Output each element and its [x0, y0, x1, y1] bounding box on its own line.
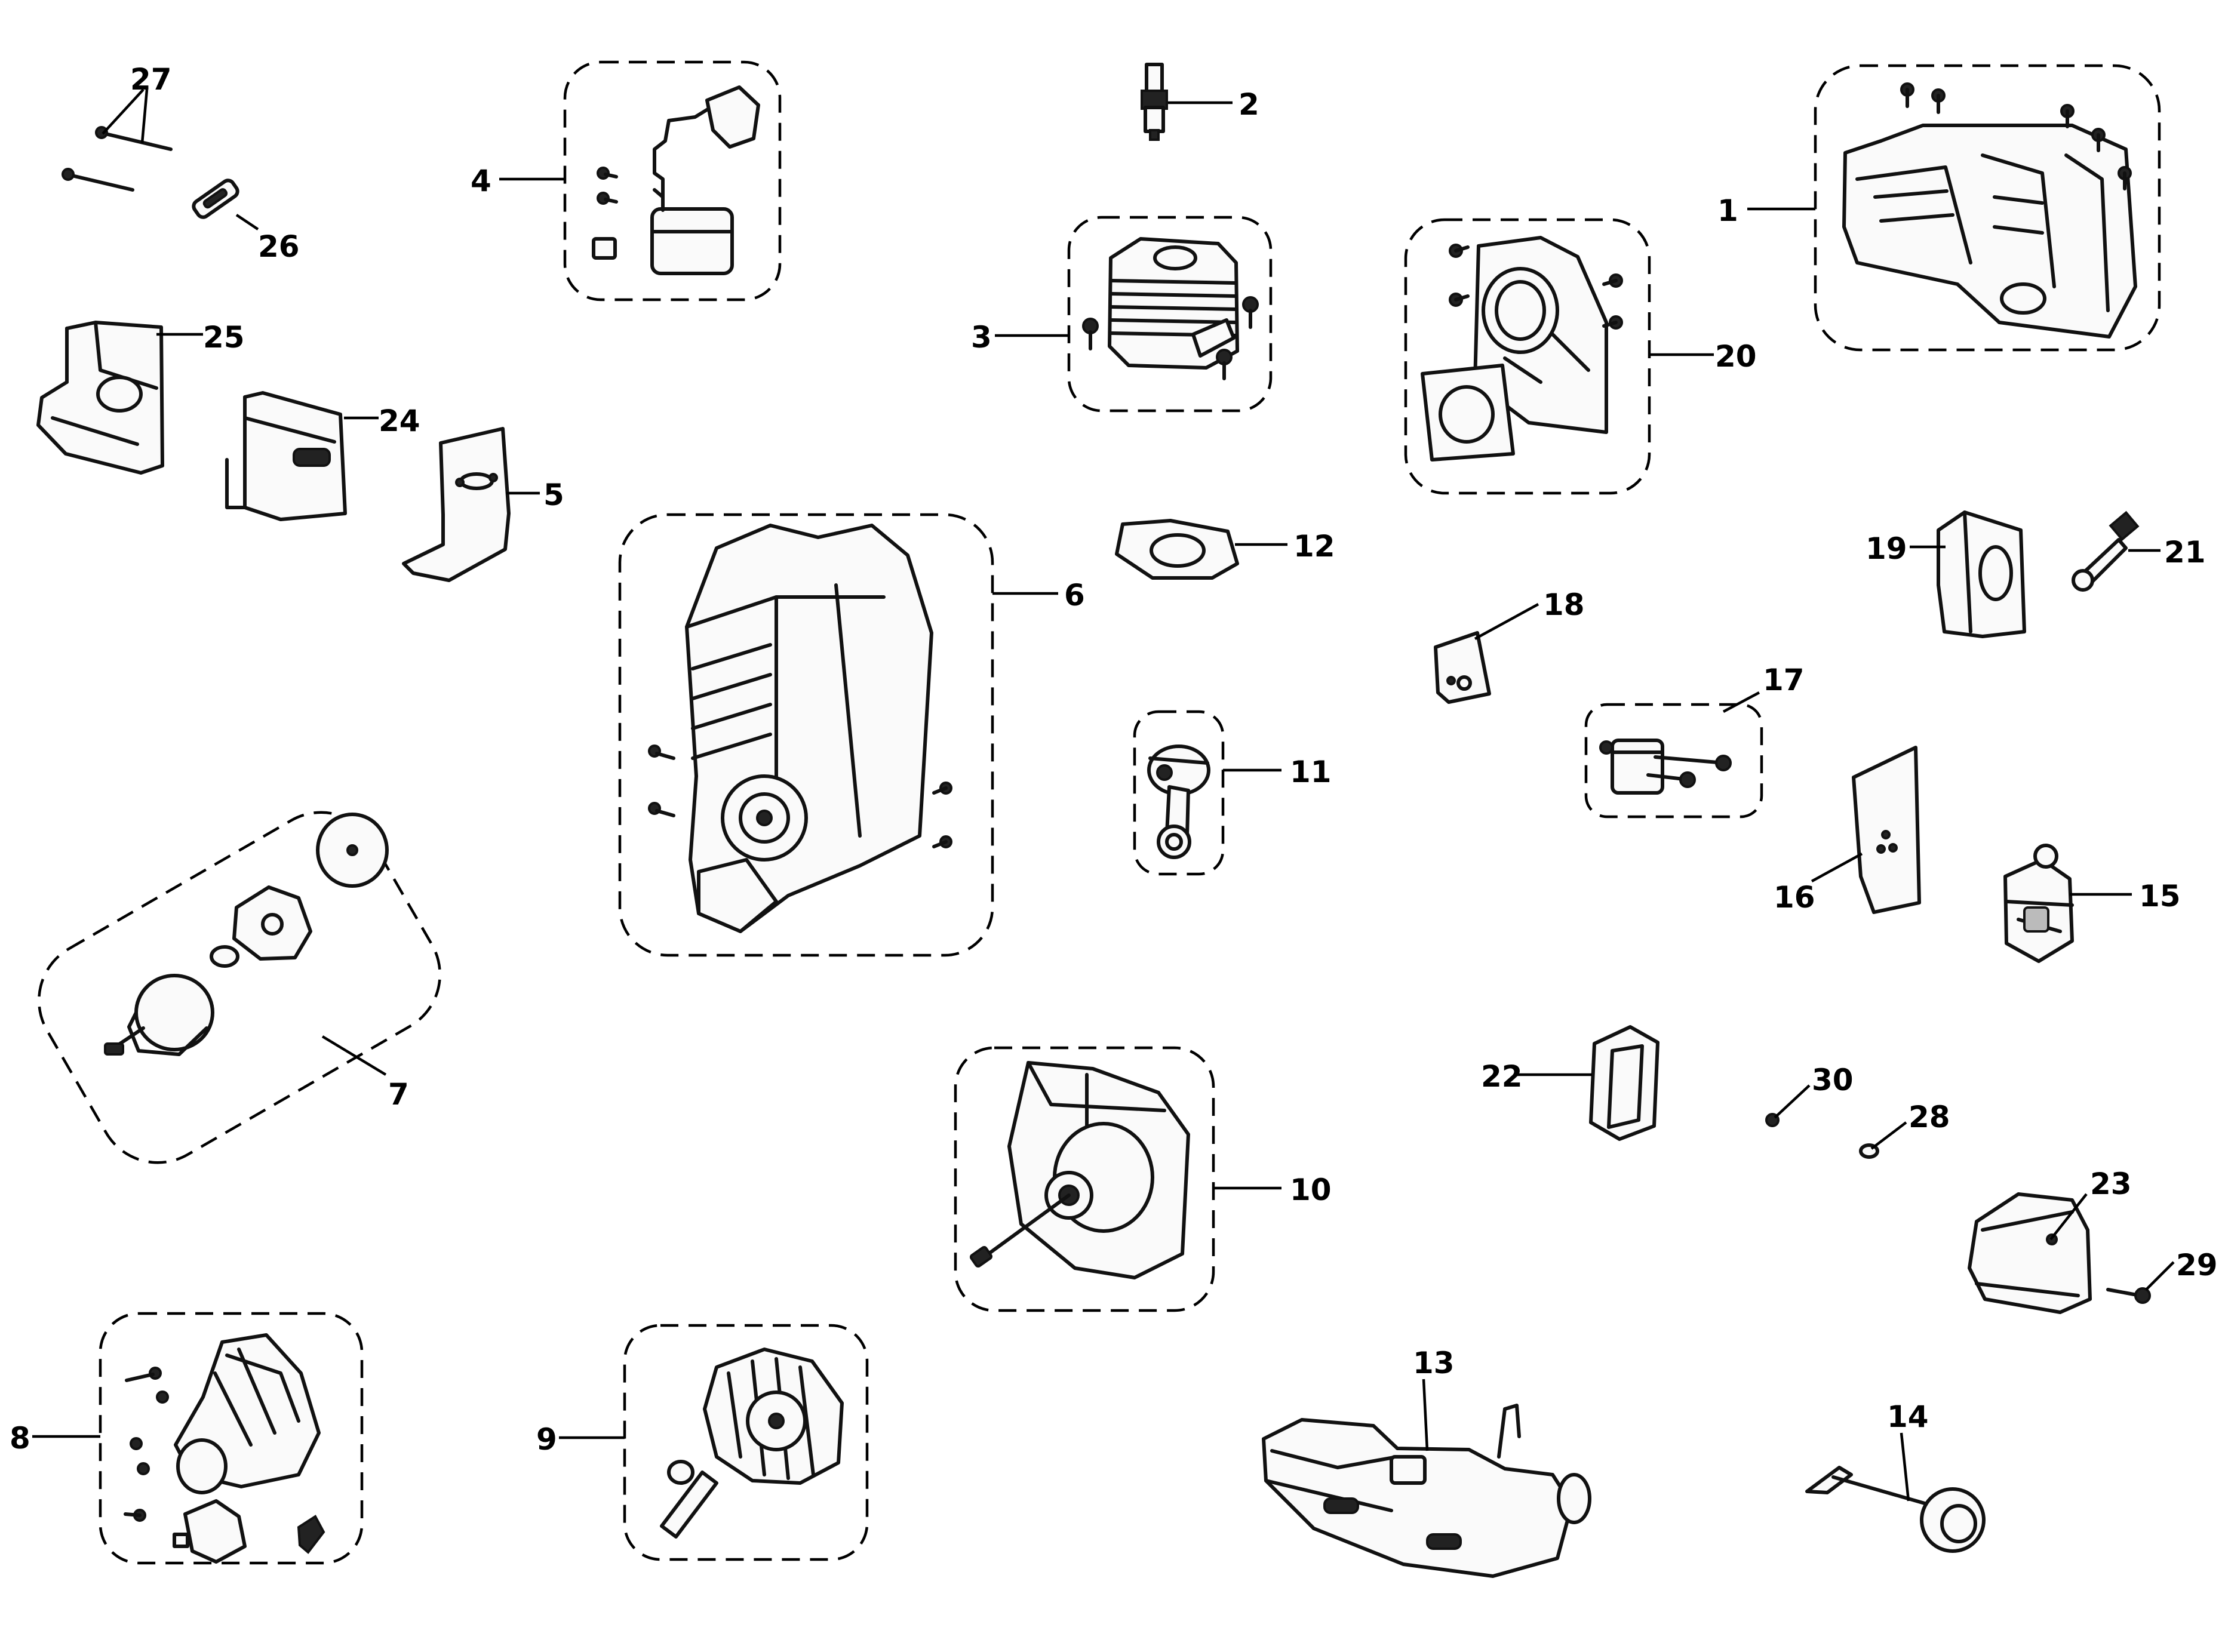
- group-box-cylinder: [1067, 216, 1273, 413]
- group-box-ignition-coil: [563, 60, 782, 302]
- callout-16: 16: [1774, 880, 1815, 915]
- group-box-crankshaft: [954, 1046, 1215, 1312]
- fuel-tank-part: [1262, 1404, 1591, 1578]
- callout-7: 7: [388, 1077, 409, 1112]
- small-fastener-parts: [1765, 1113, 1879, 1159]
- callout-13: 13: [1413, 1346, 1455, 1380]
- choke-lever-part: [2072, 510, 2140, 592]
- starter-part: [124, 1333, 325, 1564]
- callout-11: 11: [1290, 755, 1332, 789]
- cylinder-gasket-part: [1115, 519, 1239, 580]
- leader-line-13: [1422, 1379, 1429, 1451]
- group-box-engine-housing: [618, 513, 994, 957]
- callout-26: 26: [258, 229, 300, 264]
- callout-24: 24: [379, 404, 420, 438]
- gasket-part: [1434, 631, 1491, 704]
- group-box-spacer: [1584, 703, 1763, 819]
- callout-4: 4: [471, 164, 491, 198]
- ignition-coil-part: [592, 85, 760, 275]
- leader-line-30: [1774, 1084, 1811, 1119]
- engine-housing-part: [648, 524, 952, 933]
- group-box-clutch: [38, 811, 441, 1164]
- leader-line-26: [235, 214, 259, 230]
- heat-shield-part: [402, 427, 511, 582]
- callout-28: 28: [1909, 1100, 1950, 1134]
- piston-part: [1147, 745, 1210, 859]
- spark-plug-part: [1141, 63, 1168, 141]
- small-gasket-part: [192, 179, 239, 219]
- muffler-part: [225, 391, 347, 521]
- callout-27: 27: [130, 62, 172, 97]
- callout-21: 21: [2164, 535, 2206, 570]
- gasket-plate-part: [1852, 746, 1921, 914]
- callout-20: 20: [1715, 339, 1757, 374]
- callout-18: 18: [1543, 587, 1585, 622]
- fuel-cap-part: [1805, 1466, 1986, 1553]
- callout-10: 10: [1290, 1173, 1332, 1207]
- cylinder-part: [1082, 237, 1259, 380]
- callout-25: 25: [203, 320, 245, 355]
- callout-6: 6: [1064, 578, 1085, 613]
- carburetor-adapter-part: [1421, 236, 1623, 462]
- group-box-flywheel: [623, 1324, 869, 1561]
- callout-23: 23: [2090, 1167, 2132, 1201]
- engine-cover-part: [1842, 82, 2137, 339]
- leader-line-16: [1811, 853, 1863, 882]
- callout-9: 9: [536, 1422, 557, 1457]
- leader-line-28: [1870, 1121, 1907, 1150]
- callout-29: 29: [2176, 1248, 2218, 1282]
- group-box-starter: [99, 1312, 364, 1565]
- spacer-part: [1599, 739, 1732, 795]
- leader-line-14: [1900, 1432, 1910, 1502]
- screw-part: [2106, 1287, 2151, 1304]
- callout-3: 3: [971, 320, 992, 355]
- callout-19: 19: [1866, 531, 1907, 566]
- flywheel-part: [660, 1348, 844, 1539]
- leader-line-17: [1722, 691, 1760, 713]
- callout-17: 17: [1763, 663, 1805, 697]
- clutch-part: [104, 813, 389, 1056]
- air-filter-base-part: [1937, 510, 2026, 638]
- air-filter-cover-part: [1968, 1192, 2092, 1314]
- leader-line-29: [2145, 1261, 2175, 1291]
- leader-line-18: [1474, 603, 1539, 640]
- callout-14: 14: [1887, 1399, 1929, 1434]
- leader-line-7: [321, 1035, 387, 1076]
- carburetor-part: [2003, 844, 2074, 963]
- callout-5: 5: [543, 478, 564, 512]
- leader-line-27b: [140, 89, 149, 144]
- callout-8: 8: [10, 1421, 30, 1456]
- group-box-piston: [1133, 710, 1225, 876]
- group-box-carburetor-adapter: [1404, 218, 1651, 495]
- grommet-ring-part: [1589, 1025, 1659, 1141]
- callout-15: 15: [2139, 879, 2181, 913]
- callout-2: 2: [1238, 87, 1259, 122]
- crankcase-part: [969, 1061, 1190, 1279]
- callout-12: 12: [1293, 529, 1335, 564]
- callout-1: 1: [1717, 193, 1738, 228]
- leader-line-27a: [102, 88, 145, 135]
- callout-22: 22: [1481, 1059, 1523, 1094]
- pin-parts: [62, 126, 173, 192]
- muffler-cover-part: [36, 321, 164, 475]
- leader-line-23: [2049, 1193, 2088, 1241]
- callout-30: 30: [1812, 1063, 1854, 1097]
